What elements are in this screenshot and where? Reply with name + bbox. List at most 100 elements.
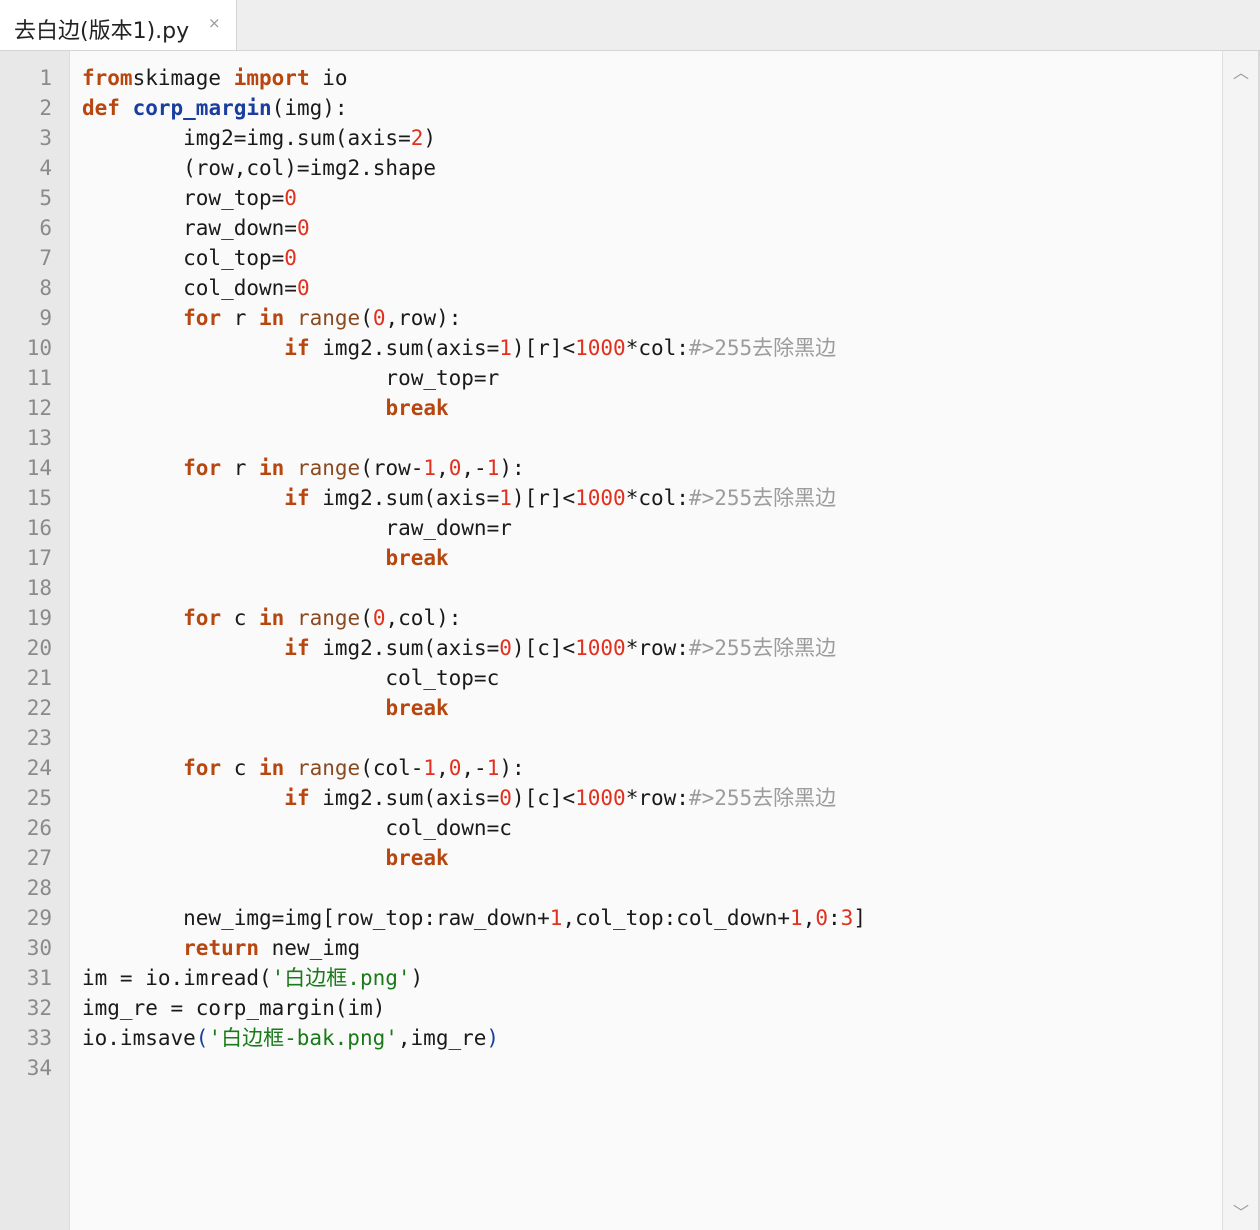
code-token: 1000 [575, 486, 626, 510]
code-line[interactable]: break [82, 393, 448, 423]
file-tab[interactable]: 去白边(版本1).py × [0, 0, 237, 50]
code-line[interactable]: col_top=0 [82, 243, 297, 273]
code-token: ,col_top:col_down+ [562, 906, 791, 930]
code-token: )[c]< [511, 636, 576, 660]
line-number: 20 [26, 636, 52, 660]
code-token: #>255去除黑边 [688, 786, 837, 810]
code-token: 0 [284, 246, 297, 270]
code-token: range [296, 456, 361, 480]
code-line[interactable]: col_down=c [82, 813, 511, 843]
code-token [120, 96, 133, 120]
code-token: 1 [790, 906, 803, 930]
code-line[interactable]: io.imsave('白边框-bak.png',img_re) [82, 1023, 499, 1053]
tab-bar: 去白边(版本1).py × [0, 0, 1260, 51]
code-token: 0 [448, 456, 462, 480]
code-token [82, 336, 284, 360]
code-token: ,- [461, 756, 487, 780]
scroll-down-icon[interactable]: ﹀ [1232, 1203, 1249, 1222]
code-token: ) [410, 966, 424, 990]
code-token: for [183, 606, 222, 630]
code-token: break [385, 696, 449, 720]
code-token: *col: [625, 486, 689, 510]
code-line[interactable]: return new_img [82, 933, 360, 963]
code-token: #>255去除黑边 [688, 486, 837, 510]
code-line[interactable]: for r in range(0,row): [82, 303, 461, 333]
code-line[interactable]: im = io.imread('白边框.png') [82, 963, 423, 993]
code-token: for [183, 456, 222, 480]
code-token: img2.sum(axis= [309, 336, 500, 360]
code-line[interactable]: fromskimage import io [82, 63, 348, 93]
code-line[interactable]: if img2.sum(axis=1)[r]<1000*col:#>255去除黑… [82, 483, 836, 513]
code-token: 0 [284, 186, 297, 210]
code-token [284, 306, 297, 330]
code-token: 1 [486, 456, 500, 480]
line-number: 1 [39, 66, 52, 90]
code-line[interactable]: if img2.sum(axis=0)[c]<1000*row:#>255去除黑… [82, 783, 836, 813]
code-line[interactable]: for r in range(row-1,0,-1): [82, 453, 524, 483]
line-number: 15 [26, 486, 52, 510]
code-token: ,row): [385, 306, 462, 330]
code-token: 1000 [575, 786, 626, 810]
tab-title: 去白边(版本1).py [14, 19, 190, 44]
code-token: 0 [372, 306, 386, 330]
code-line[interactable]: raw_down=0 [82, 213, 310, 243]
code-line[interactable]: col_down=0 [82, 273, 309, 303]
code-token: skimage [132, 66, 234, 90]
code-token: ] [853, 906, 866, 930]
code-line[interactable]: raw_down=r [82, 513, 511, 543]
line-number: 9 [39, 306, 52, 330]
code-token: 3 [840, 906, 854, 930]
line-number: 22 [26, 696, 52, 720]
line-number: 8 [39, 276, 52, 300]
line-number: 23 [26, 726, 52, 750]
line-number: 17 [26, 546, 52, 570]
line-number: 16 [26, 516, 52, 540]
code-token: new_img=img[row_top:raw_down+ [82, 906, 550, 930]
code-line[interactable]: row_top=0 [82, 183, 297, 213]
code-token: ( [360, 606, 373, 630]
close-icon[interactable]: × [208, 14, 221, 32]
code-line[interactable]: col_top=c [82, 663, 499, 693]
code-line[interactable]: (row,col)=img2.shape [82, 153, 436, 183]
code-token: )[r]< [511, 336, 576, 360]
code-token: def [82, 96, 120, 120]
code-token: row_top=r [82, 366, 500, 390]
code-token: ) [423, 126, 437, 150]
line-number: 10 [26, 336, 52, 360]
code-token: im = io.imread( [82, 966, 272, 990]
line-number: 6 [39, 216, 52, 240]
line-number: 25 [26, 786, 52, 810]
line-number: 18 [26, 576, 52, 600]
scroll-up-icon[interactable]: ︿ [1232, 63, 1249, 82]
code-token: io.imsave [82, 1026, 196, 1050]
code-line[interactable]: break [82, 693, 449, 723]
code-token [82, 636, 284, 660]
code-line[interactable]: img2=img.sum(axis=2) [82, 123, 436, 153]
code-token: ): [499, 756, 525, 780]
code-line[interactable]: break [82, 543, 448, 573]
code-token: 1 [549, 906, 563, 930]
code-line[interactable]: if img2.sum(axis=0)[c]<1000*row:#>255去除黑… [82, 633, 836, 663]
code-token: 0 [296, 216, 310, 240]
code-token: new_img [259, 936, 361, 960]
code-token: (img): [271, 96, 348, 120]
code-token: 1 [423, 756, 437, 780]
code-token: from [82, 66, 133, 90]
line-number: 24 [26, 756, 52, 780]
code-token [82, 846, 385, 870]
code-line[interactable]: for c in range(0,col): [82, 603, 461, 633]
code-line[interactable]: img_re = corp_margin(im) [82, 993, 385, 1023]
vertical-scrollbar[interactable]: ︿ ﹀ [1222, 51, 1258, 1230]
window-edge [1258, 51, 1260, 1230]
code-line[interactable]: def corp_margin(img): [82, 93, 348, 123]
code-line[interactable]: break [82, 843, 448, 873]
code-token: img2=img.sum(axis= [82, 126, 411, 150]
code-token: 0 [815, 906, 828, 930]
code-token: return [183, 936, 260, 960]
code-line[interactable]: new_img=img[row_top:raw_down+1,col_top:c… [82, 903, 866, 933]
code-line[interactable]: if img2.sum(axis=1)[r]<1000*col:#>255去除黑… [82, 333, 836, 363]
code-line[interactable]: for c in range(col-1,0,-1): [82, 753, 525, 783]
code-line[interactable]: row_top=r [82, 363, 499, 393]
